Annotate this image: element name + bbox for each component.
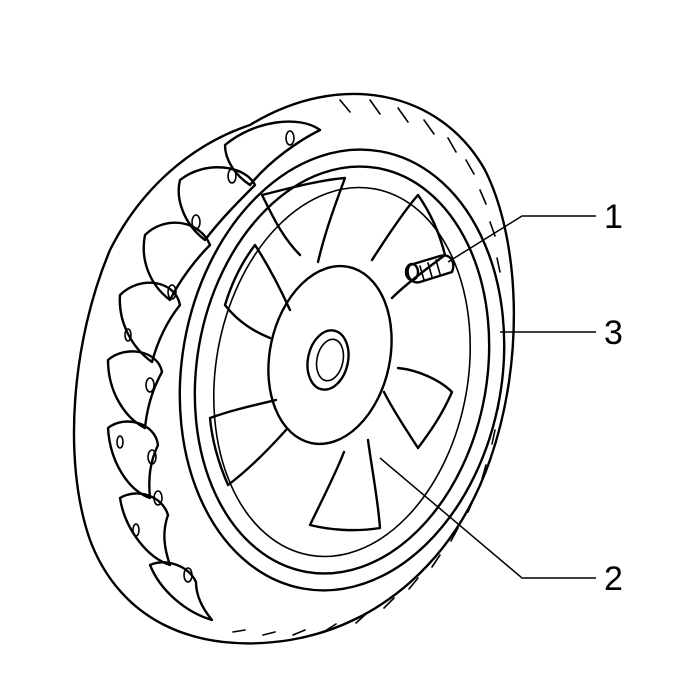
tread-pattern (106, 99, 503, 636)
hub-bore-inner (315, 338, 345, 382)
rim-outer-edge (178, 148, 506, 592)
tire-outer-outline (72, 92, 516, 645)
tread-sipes (116, 99, 503, 636)
tire (72, 92, 516, 645)
spoke (382, 366, 454, 450)
spoke (308, 438, 382, 532)
hub-face (267, 264, 393, 446)
leader-line-2 (379, 457, 596, 579)
spoke (260, 176, 347, 264)
hub-bore-outer (306, 329, 350, 391)
rim (178, 148, 506, 592)
spoke (370, 193, 447, 300)
leader-lines (379, 215, 596, 579)
callout-label-3: 3 (604, 314, 623, 352)
spokes (208, 176, 454, 532)
spoke (223, 243, 292, 340)
hub (267, 264, 393, 446)
rim-flange (212, 186, 472, 558)
callout-label-1: 1 (604, 198, 623, 236)
spoke (208, 398, 288, 487)
callout-label-2: 2 (604, 560, 623, 598)
rim-inner-edge (193, 165, 491, 575)
leader-line-1 (447, 215, 596, 263)
valve-stem (404, 254, 455, 284)
